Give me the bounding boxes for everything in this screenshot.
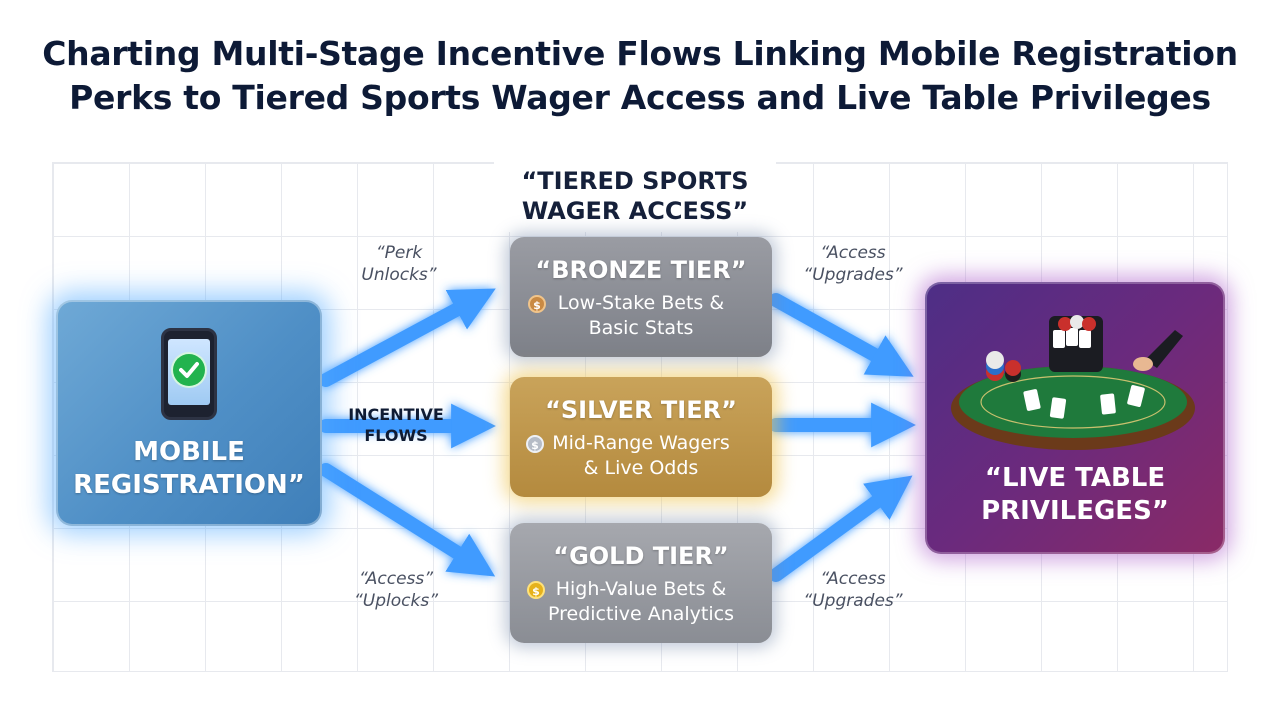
gold-tier-description: $ High-Value Bets & Predictive Analytics xyxy=(510,577,772,627)
access-uplocks-line-1: “Access” xyxy=(358,569,434,589)
live-label-line-1: “LIVE TABLE xyxy=(984,463,1166,493)
diagram-title: Charting Multi-Stage Incentive Flows Lin… xyxy=(0,32,1280,120)
arrow-mobile-to-bronze xyxy=(319,288,496,387)
access-upgrades-top-label: “Access “Upgrades” xyxy=(788,242,918,286)
tier-column-title: “TIERED SPORTS WAGER ACCESS” xyxy=(494,166,776,226)
mobile-label-line-2: REGISTRATION” xyxy=(73,470,305,500)
access-upgrades-top-line-2: “Upgrades” xyxy=(803,265,903,285)
gold-coin-icon: $ xyxy=(527,581,545,599)
checkmark-icon xyxy=(173,354,205,386)
gold-tier-node: “GOLD TIER” $ High-Value Bets & Predicti… xyxy=(510,523,772,643)
title-line-2: Perks to Tiered Sports Wager Access and … xyxy=(69,78,1211,117)
access-upgrades-bottom-line-1: “Access xyxy=(820,569,886,589)
access-upgrades-bottom-label: “Access “Upgrades” xyxy=(788,568,918,612)
incentive-flows-line-2: FLOWS xyxy=(364,426,428,445)
mobile-registration-node: MOBILE REGISTRATION” xyxy=(56,300,322,526)
access-upgrades-top-line-1: “Access xyxy=(820,243,886,263)
access-uplocks-label: “Access” “Uplocks” xyxy=(336,568,456,612)
casino-table-icon xyxy=(951,315,1195,450)
live-label-line-2: PRIVILEGES” xyxy=(981,496,1169,526)
title-line-1: Charting Multi-Stage Incentive Flows Lin… xyxy=(42,34,1238,73)
mobile-registration-label: MOBILE REGISTRATION” xyxy=(56,436,322,502)
smartphone-check-icon xyxy=(161,328,217,420)
tier-column-title-line-2: WAGER ACCESS” xyxy=(521,197,749,225)
bronze-desc-line-2: Basic Stats xyxy=(588,317,694,339)
gold-tier-name: “GOLD TIER” xyxy=(553,542,729,570)
mobile-label-line-1: MOBILE xyxy=(133,437,245,467)
incentive-flows-line-1: INCENTIVE xyxy=(348,405,444,424)
tier-column-title-line-1: “TIERED SPORTS xyxy=(521,167,749,195)
silver-tier-name: “SILVER TIER” xyxy=(545,396,737,424)
perk-unlocks-line-1: “Perk xyxy=(375,243,423,263)
bronze-tier-name: “BRONZE TIER” xyxy=(535,256,747,284)
silver-coin-icon: $ xyxy=(526,435,544,453)
grid-mask xyxy=(494,160,776,232)
bronze-tier-description: $ Low-Stake Bets & Basic Stats xyxy=(510,291,772,341)
live-table-label: “LIVE TABLE PRIVILEGES” xyxy=(925,462,1225,528)
arrow-gold-to-live xyxy=(769,475,913,582)
silver-desc-line-1: Mid-Range Wagers xyxy=(552,432,730,454)
incentive-flows-label: INCENTIVE FLOWS xyxy=(336,404,456,446)
arrow-bronze-to-live xyxy=(769,293,914,377)
gold-desc-line-2: Predictive Analytics xyxy=(548,603,734,625)
access-upgrades-bottom-line-2: “Upgrades” xyxy=(803,591,903,611)
silver-desc-line-2: & Live Odds xyxy=(583,457,699,479)
arrow-mobile-to-gold xyxy=(319,463,496,577)
bronze-coin-icon: $ xyxy=(528,295,546,313)
perk-unlocks-line-2: Unlocks” xyxy=(361,265,437,285)
live-table-privileges-node: “LIVE TABLE PRIVILEGES” xyxy=(925,282,1225,554)
bronze-desc-line-1: Low-Stake Bets & xyxy=(557,292,725,314)
silver-tier-description: $ Mid-Range Wagers & Live Odds xyxy=(510,431,772,481)
access-uplocks-line-2: “Uplocks” xyxy=(353,591,439,611)
silver-tier-node: “SILVER TIER” $ Mid-Range Wagers & Live … xyxy=(510,377,772,497)
perk-unlocks-label: “Perk Unlocks” xyxy=(344,242,454,286)
gold-desc-line-1: High-Value Bets & xyxy=(555,578,727,600)
bronze-tier-node: “BRONZE TIER” $ Low-Stake Bets & Basic S… xyxy=(510,237,772,357)
